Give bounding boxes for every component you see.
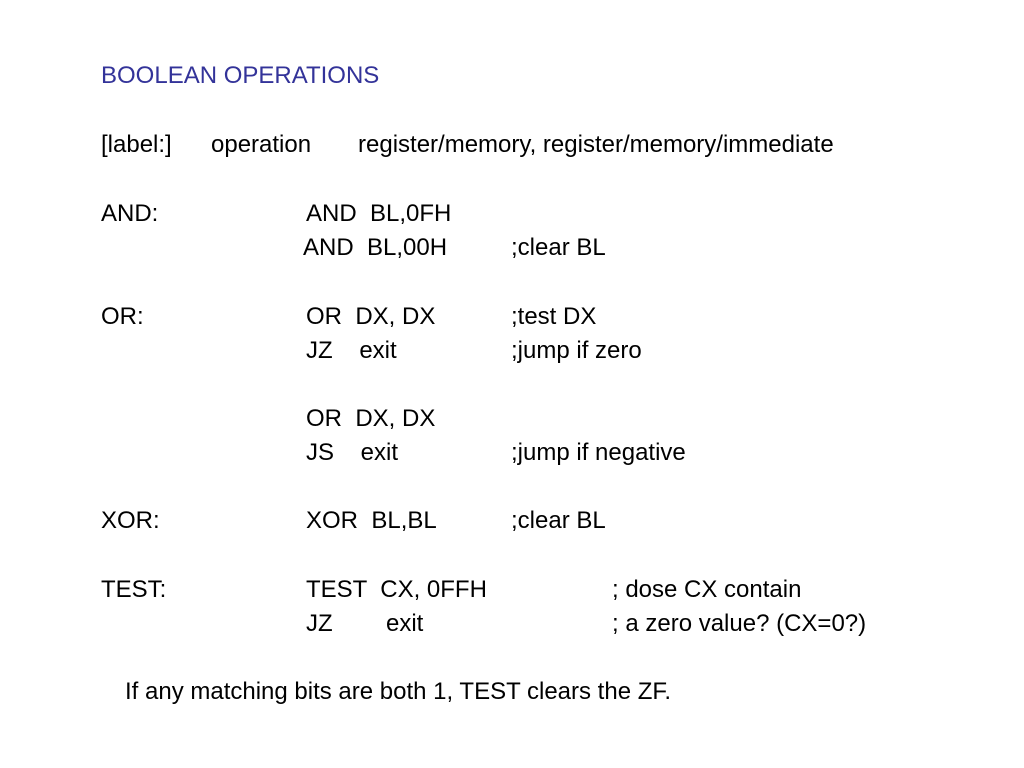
and-code-1: AND BL,0FH [306,200,452,227]
syntax-operands: register/memory, register/memory/immedia… [358,131,834,158]
xor-code-1: XOR BL,BL [306,507,437,534]
or-comment-1: ;test DX [511,303,597,330]
xor-comment-1: ;clear BL [511,507,606,534]
or-code-4: JS exit [306,439,399,466]
or-code-1: OR DX, DX [306,303,436,330]
syntax-label: [label:] [101,131,172,158]
test-label: TEST: [101,576,167,603]
or-comment-2: ;jump if zero [511,337,642,364]
or-label: OR: [101,303,144,330]
note-text: If any matching bits are both 1, TEST cl… [125,678,672,705]
slide-title: BOOLEAN OPERATIONS [101,62,380,89]
test-comment-1: ; dose CX contain [612,576,802,603]
syntax-operation: operation [211,131,312,158]
and-code-2: AND BL,00H [303,234,448,261]
or-code-3: OR DX, DX [306,405,436,432]
test-code-2: JZ exit [306,610,424,637]
test-comment-2: ; a zero value? (CX=0?) [612,610,867,637]
or-code-2: JZ exit [306,337,397,364]
and-label: AND: [101,200,159,227]
test-code-1: TEST CX, 0FFH [306,576,487,603]
and-comment-2: ;clear BL [511,234,606,261]
xor-label: XOR: [101,507,160,534]
or-comment-4: ;jump if negative [511,439,686,466]
